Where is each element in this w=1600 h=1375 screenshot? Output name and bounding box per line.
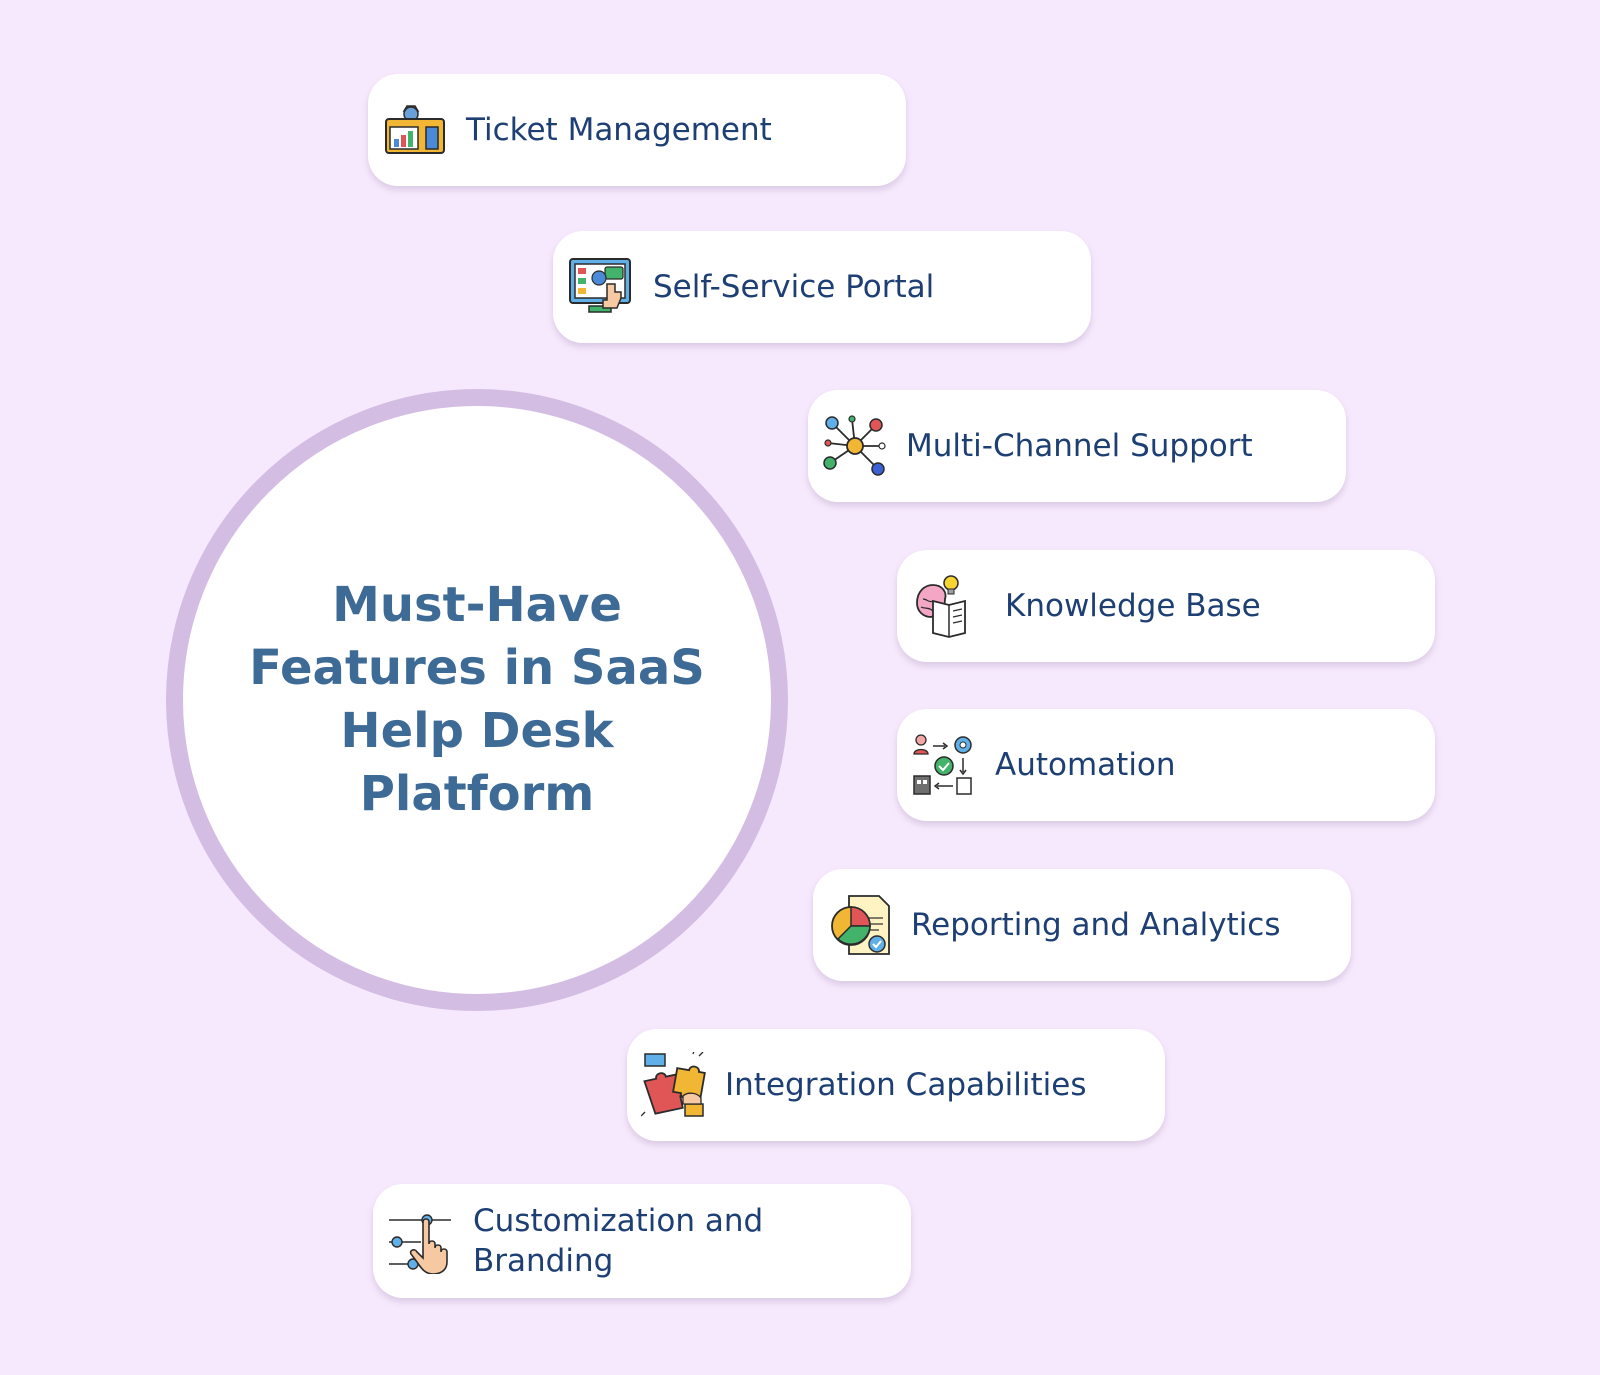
brain-book-icon [911,573,977,639]
feature-card-ticket-management[interactable]: Ticket Management [368,74,906,186]
feature-label: Automation [995,747,1176,783]
puzzle-hands-icon [641,1052,707,1118]
feature-label: Ticket Management [466,112,772,148]
slider-hand-icon [387,1208,453,1274]
feature-card-self-service-portal[interactable]: Self-Service Portal [553,231,1091,343]
feature-card-customization-and-branding[interactable]: Customization and Branding [373,1184,911,1298]
feature-label: Knowledge Base [1005,588,1261,624]
ticket-management-icon [382,97,448,163]
feature-label: Multi-Channel Support [906,428,1253,464]
pie-chart-report-icon [827,892,893,958]
feature-card-integration-capabilities[interactable]: Integration Capabilities [627,1029,1165,1141]
feature-label: Customization and Branding [473,1203,764,1279]
feature-card-knowledge-base[interactable]: Knowledge Base [897,550,1435,662]
feature-label: Integration Capabilities [725,1067,1087,1103]
workflow-automation-icon [911,732,977,798]
feature-card-automation[interactable]: Automation [897,709,1435,821]
multi-channel-network-icon [822,413,888,479]
feature-label: Reporting and Analytics [911,907,1281,943]
self-service-portal-icon [567,254,633,320]
hub-title: Must-Have Features in SaaS Help Desk Pla… [249,577,705,822]
feature-card-multi-channel-support[interactable]: Multi-Channel Support [808,390,1346,502]
central-hub-circle: Must-Have Features in SaaS Help Desk Pla… [166,389,788,1011]
feature-label: Self-Service Portal [653,269,935,305]
feature-card-reporting-and-analytics[interactable]: Reporting and Analytics [813,869,1351,981]
